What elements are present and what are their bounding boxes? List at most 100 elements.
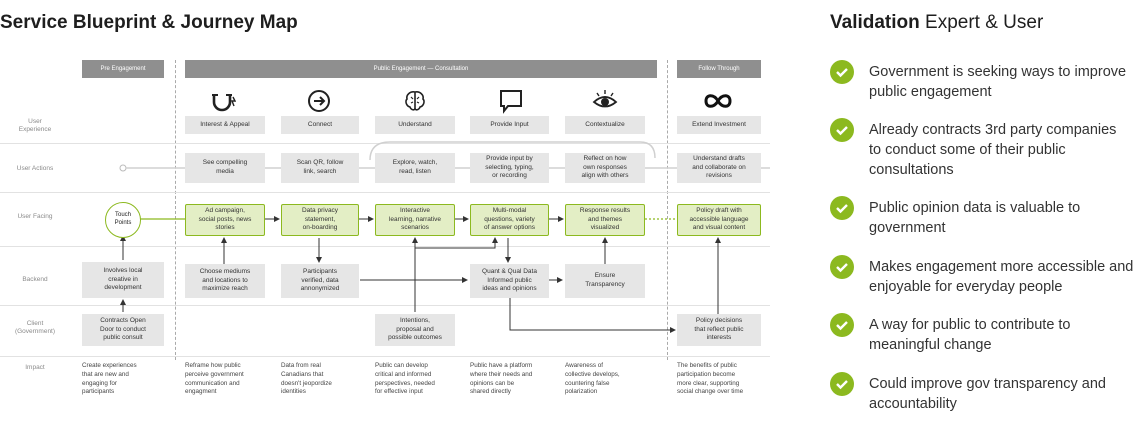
backend-line: and locations to (202, 276, 248, 284)
validation-line: enjoyable for everyday people (869, 279, 1063, 295)
validation-item-text: A way for public to contribute to meaning… (869, 315, 1071, 355)
validation-title-rest: Expert & User (925, 12, 1044, 33)
client-line: possible outcomes (388, 334, 442, 342)
experience-extend-investment: Extend Investment (677, 116, 761, 134)
backend-line: Choose mediums (199, 267, 251, 275)
action-line: media (216, 168, 234, 175)
impact-line: Public have a platform (470, 362, 533, 369)
impact-line: Public can develop (375, 362, 428, 369)
impact-line: social change over time (677, 388, 744, 396)
validation-line: Public opinion data is valuable to (869, 200, 1081, 216)
validation-item: A way for public to contribute to meaning… (830, 313, 1071, 355)
action-explore: Explore, watch,read, listen (375, 153, 455, 183)
eye-icon (592, 90, 618, 108)
infinity-icon (704, 94, 732, 108)
action-line: revisions (706, 172, 732, 180)
client-line: that reflect public (694, 325, 744, 333)
phase-pre-engagement: Pre Engagement (82, 60, 164, 78)
row-label-user-facing: User Facing (17, 213, 53, 220)
row-separator (0, 192, 770, 193)
checkmark-icon (830, 118, 854, 142)
facing-line: questions, variety (484, 215, 535, 223)
facing-line: stories (215, 224, 235, 232)
backend-line: Transparency (585, 281, 625, 288)
facing-line: accessible language (689, 215, 749, 223)
impact-line: polarization (565, 388, 598, 396)
impact-line: that are new and (82, 370, 129, 378)
facing-line: of answer options (484, 224, 535, 232)
backend-line: Participants (303, 267, 337, 275)
experience-understand: Understand (375, 116, 455, 134)
row-label-impact: Impact (25, 364, 45, 371)
validation-line: Already contracts 3rd party companies (869, 122, 1117, 138)
facing-line: Response results (579, 206, 631, 214)
facing-line: Interactive (400, 206, 430, 214)
row-label-backend: Backend (22, 276, 48, 283)
validation-line: government (869, 220, 946, 236)
impact-line: communication and (185, 379, 240, 387)
impact-line: collective develops, (565, 370, 620, 378)
validation-line: meaningful change (869, 337, 992, 353)
validation-title-bold: Validation (830, 12, 920, 33)
validation-item-text: Already contracts 3rd party companies to … (869, 120, 1116, 180)
validation-line: Government is seeking ways to improve (869, 64, 1127, 80)
action-line: Scan QR, follow (296, 159, 344, 167)
client-line: Intentions, (400, 316, 430, 324)
experience-contextualize: Contextualize (565, 116, 645, 134)
facing-line: on-boarding (302, 224, 338, 232)
impact-line: perspectives, needed (375, 379, 435, 387)
impact-line: where their needs and (470, 370, 533, 378)
phase-public-engagement: Public Engagement — Consultation (185, 60, 657, 78)
speech-bubble-icon (500, 90, 522, 114)
validation-line: to conduct some of their public (869, 142, 1066, 158)
action-line: and collaborate on (692, 163, 746, 171)
divider-left (175, 60, 176, 360)
touch-points-line: Points (114, 220, 132, 226)
facing-line: and themes (588, 215, 622, 223)
impact-line: opinions can be (470, 379, 515, 387)
action-line: align with others (581, 172, 629, 180)
impact-line: critical and informed (375, 370, 432, 378)
checkmark-icon (830, 372, 854, 396)
row-label-client: Client(Government) (4, 320, 66, 337)
action-line: Understand drafts (693, 154, 745, 162)
experience-connect: Connect (281, 116, 359, 134)
facing-line: social posts, news (198, 215, 252, 223)
impact-line: engaging for (82, 379, 118, 387)
facing-line: scenarios (401, 224, 429, 232)
validation-item-text: Public opinion data is valuable to govern… (869, 198, 1080, 238)
experience-interest-appeal: Interest & Appeal (185, 116, 265, 134)
impact-line: Reframe how public (185, 362, 241, 369)
backend-line: Quant & Qual Data (482, 267, 537, 275)
row-separator (0, 305, 770, 306)
action-line: or recording (492, 172, 527, 180)
impact-line: participants (82, 388, 115, 396)
arrow-right-circle-icon (308, 90, 330, 112)
client-line: Contracts Open (100, 316, 146, 324)
impact-line: doesn't jeopordize (281, 379, 332, 387)
row-separator (0, 246, 770, 247)
backend-line: development (104, 284, 142, 292)
row-label-line: (Government) (14, 328, 56, 336)
validation-line: consultations (869, 162, 954, 178)
validation-line: A way for public to contribute to (869, 317, 1071, 333)
